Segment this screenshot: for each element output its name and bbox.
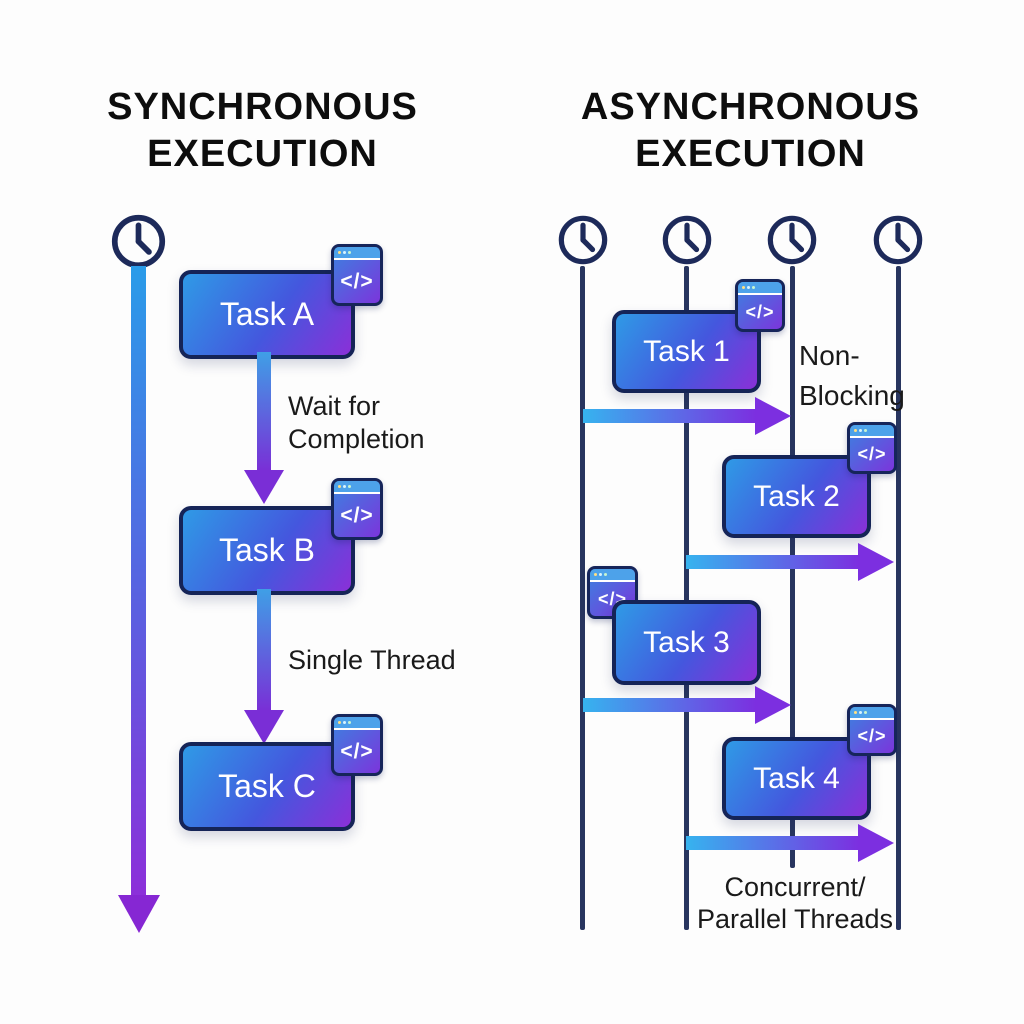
asynchronous-title-line1: ASYNCHRONOUS <box>580 86 921 128</box>
task-4-label: Task 4 <box>753 761 840 795</box>
asynchronous-title: ASYNCHRONOUS EXECUTION <box>528 84 973 178</box>
concurrent-line1: Concurrent/ <box>724 872 866 902</box>
wait-label-line1: Wait for <box>288 391 381 421</box>
arrow-shaft <box>257 352 271 472</box>
asynchronous-title-line2: EXECUTION <box>635 133 866 175</box>
arrow-head <box>118 895 160 933</box>
code-icon: </> <box>847 422 897 474</box>
task-b-label: Task B <box>218 532 316 568</box>
window-dot-icon <box>742 286 745 289</box>
thread-line-2 <box>684 266 689 930</box>
clock-icon <box>662 215 712 265</box>
code-icon-titlebar <box>738 282 782 295</box>
arrow-head <box>244 710 284 744</box>
code-icon: </> <box>735 279 785 332</box>
non-blocking-line1: Non- <box>799 340 860 371</box>
task-2-box: Task 2 <box>722 455 871 538</box>
window-dot-icon <box>343 721 346 724</box>
window-dot-icon <box>864 429 867 432</box>
window-dot-icon <box>859 429 862 432</box>
synchronous-title-line2: EXECUTION <box>147 133 378 175</box>
clock-icon <box>873 215 923 265</box>
window-dot-icon <box>338 721 341 724</box>
window-dot-icon <box>348 485 351 488</box>
single-thread-label: Single Thread <box>288 645 456 675</box>
arrow-shaft <box>257 589 271 712</box>
code-icon-titlebar <box>590 569 635 582</box>
arrow-head <box>755 686 791 724</box>
window-dot-icon <box>348 251 351 254</box>
wait-label-line2: Completion <box>288 424 425 454</box>
window-dot-icon <box>348 721 351 724</box>
arrow-head <box>755 397 791 435</box>
code-icon-titlebar <box>334 247 380 260</box>
task-3-label: Task 3 <box>643 625 730 659</box>
code-icon: </> <box>331 478 383 540</box>
arrow-shaft <box>131 266 146 897</box>
thread-line-1 <box>580 266 585 930</box>
window-dot-icon <box>604 573 607 576</box>
task-c-label: Task C <box>218 768 316 804</box>
wait-for-completion-label: Wait for Completion <box>288 390 425 456</box>
concurrent-line2: Parallel Threads <box>696 904 894 934</box>
arrow-head <box>858 543 894 581</box>
window-dot-icon <box>338 251 341 254</box>
code-icon-titlebar <box>334 717 380 730</box>
window-dot-icon <box>594 573 597 576</box>
task-c-box: Task C <box>179 742 355 831</box>
code-icon: </> <box>331 714 383 776</box>
window-dot-icon <box>752 286 755 289</box>
code-icon: </> <box>847 704 897 756</box>
arrow-head <box>244 470 284 504</box>
code-glyph: </> <box>745 301 775 322</box>
thread-line-4 <box>896 266 901 930</box>
task-4-box: Task 4 <box>722 737 871 820</box>
non-blocking-line2: Blocking <box>799 380 905 411</box>
window-dot-icon <box>343 251 346 254</box>
task-a-label: Task A <box>219 296 315 332</box>
clock-icon <box>767 215 817 265</box>
concurrent-parallel-label: Concurrent/ Parallel Threads <box>655 871 935 935</box>
arrow-shaft <box>686 836 859 850</box>
synchronous-title: SYNCHRONOUS EXECUTION <box>40 84 485 178</box>
clock-icon <box>558 215 608 265</box>
window-dot-icon <box>338 485 341 488</box>
task-b-box: Task B <box>179 506 355 595</box>
task-1-label: Task 1 <box>643 334 730 368</box>
code-icon-titlebar <box>850 425 894 438</box>
arrow-shaft <box>686 555 859 569</box>
code-glyph: </> <box>340 503 374 527</box>
code-glyph: </> <box>857 444 887 464</box>
arrow-shaft <box>583 698 756 712</box>
window-dot-icon <box>854 429 857 432</box>
code-icon-titlebar <box>334 481 380 494</box>
window-dot-icon <box>343 485 346 488</box>
code-icon-titlebar <box>850 707 894 720</box>
non-blocking-label: Non- Blocking <box>799 336 905 416</box>
window-dot-icon <box>599 573 602 576</box>
window-dot-icon <box>859 711 862 714</box>
task-a-box: Task A <box>179 270 355 359</box>
synchronous-title-line1: SYNCHRONOUS <box>107 86 418 128</box>
code-glyph: </> <box>340 739 374 763</box>
code-icon: </> <box>331 244 383 306</box>
clock-icon <box>111 214 166 269</box>
window-dot-icon <box>854 711 857 714</box>
code-glyph: </> <box>340 269 374 293</box>
task-3-box: Task 3 <box>612 600 761 685</box>
task-2-label: Task 2 <box>753 479 840 513</box>
code-glyph: </> <box>857 726 887 746</box>
window-dot-icon <box>747 286 750 289</box>
arrow-shaft <box>583 409 756 423</box>
window-dot-icon <box>864 711 867 714</box>
arrow-head <box>858 824 894 862</box>
